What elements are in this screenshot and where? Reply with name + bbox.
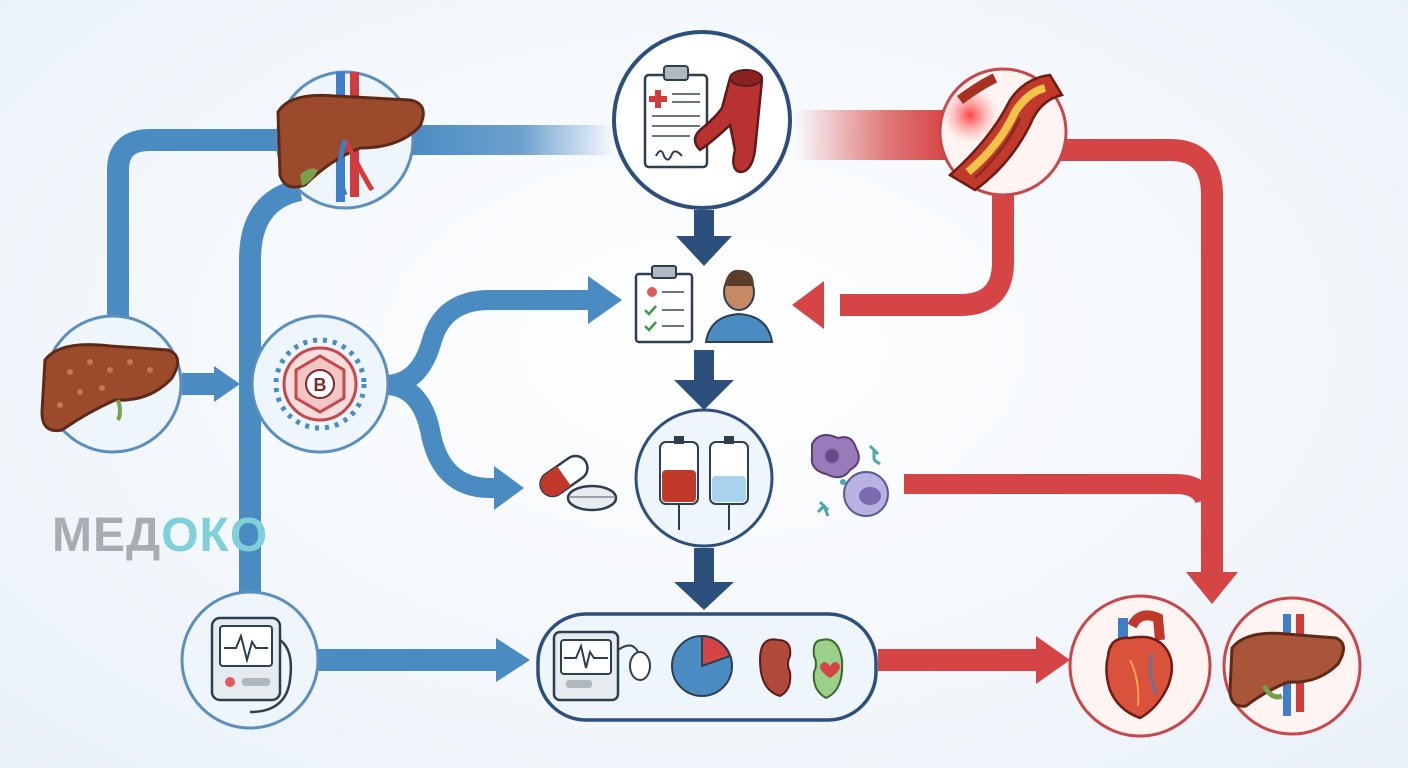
node-atherosclerosis[interactable] <box>938 67 1068 197</box>
red-connector-right-outer <box>1060 139 1223 575</box>
red-connector-top <box>795 110 945 160</box>
iv-bags-icon <box>659 436 749 530</box>
node-medical-record[interactable] <box>612 30 792 210</box>
diagnostics-panel-icon <box>552 630 844 702</box>
b-virus-letter: B <box>314 375 327 395</box>
brand-text-part2: ОКО <box>161 509 269 562</box>
connectors <box>107 110 1238 684</box>
hepatitis-b-virus-icon: B <box>273 337 367 431</box>
liver-vessels-icon <box>276 72 425 202</box>
red-arrowhead-3 <box>1036 636 1070 684</box>
brand-logo: МЕДОКО <box>52 508 268 563</box>
dark-arrowhead-1 <box>676 236 732 266</box>
node-liver-vessels[interactable] <box>275 70 425 210</box>
dark-arrow-shaft-2 <box>694 350 714 384</box>
blue-connector-to-pills <box>384 375 500 498</box>
dark-arrowhead-3 <box>674 582 734 610</box>
blue-connector-top <box>405 125 615 155</box>
node-diagnostics-panel[interactable] <box>536 612 878 722</box>
blue-connector-to-doctor <box>384 290 590 395</box>
blue-arrowhead-4 <box>496 638 530 682</box>
node-cirrhotic-liver[interactable] <box>40 314 183 454</box>
brand-text-part1: МЕД <box>52 509 162 562</box>
blue-arrowhead-3 <box>494 466 524 510</box>
dark-arrow-shaft-3 <box>694 548 714 586</box>
artery-plaque-icon <box>947 73 1064 192</box>
healthy-liver-icon <box>1228 614 1345 716</box>
clipboard-vessel-icon <box>643 65 764 174</box>
red-arrowhead-1 <box>792 281 824 329</box>
node-heart[interactable] <box>1068 594 1212 738</box>
node-checklist-doctor[interactable] <box>634 265 774 344</box>
node-healthy-liver[interactable] <box>1222 596 1362 736</box>
heart-icon <box>1105 610 1174 720</box>
blue-connector-left-inner <box>239 179 303 600</box>
doctor-checklist-icon <box>634 265 774 344</box>
blue-connector-left-outer <box>107 129 290 320</box>
blue-arrowhead-1 <box>214 366 240 402</box>
red-connector-immune <box>904 474 1215 504</box>
pills-icon <box>539 454 618 512</box>
dark-arrow-shaft-1 <box>694 210 714 240</box>
node-hepatitis-b[interactable]: B <box>250 314 390 454</box>
red-connector-to-doctor <box>840 195 1014 316</box>
node-iv-bags[interactable] <box>634 408 774 548</box>
cirrhotic-liver-icon <box>40 343 180 433</box>
dark-arrowhead-2 <box>674 380 734 410</box>
node-immune-cells[interactable] <box>810 434 889 517</box>
blue-arrowhead-2 <box>588 276 622 324</box>
red-arrowhead-2 <box>1186 572 1238 604</box>
node-monitor-device[interactable] <box>180 590 320 730</box>
monitor-device-icon <box>210 616 293 714</box>
immune-cells-icon <box>810 434 889 517</box>
node-pills[interactable] <box>536 451 618 512</box>
